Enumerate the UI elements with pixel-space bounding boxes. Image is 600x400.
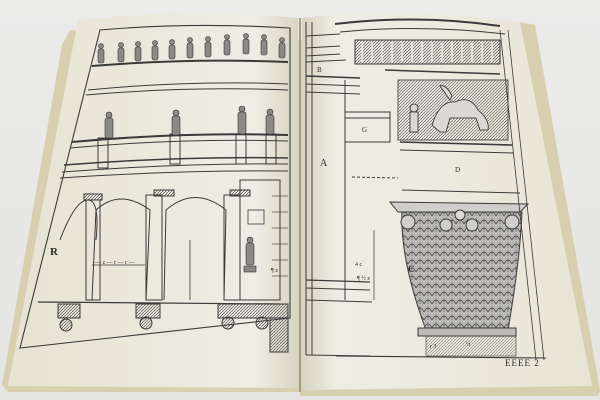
capital-body — [401, 211, 523, 331]
letter-c: C — [408, 264, 415, 274]
fraction-3: r 3 — [430, 344, 437, 350]
right-page — [302, 12, 592, 390]
statues-top-row — [97, 33, 286, 64]
letter-d: D — [455, 166, 461, 174]
page-signature: EEEE 2 — [505, 358, 540, 368]
statues-mid-row — [104, 105, 275, 273]
griffin-relief — [409, 85, 489, 133]
fraction-4: ½ — [466, 342, 471, 348]
letter-b: B — [317, 66, 322, 74]
letter-a: A — [320, 158, 328, 169]
letter-g: G — [362, 126, 368, 134]
scale-text: — z — r — r — — [95, 260, 135, 266]
fraction-1: 4 c — [355, 262, 363, 268]
letter-r: R — [50, 246, 58, 258]
corinthian-engraving — [305, 18, 547, 361]
fraction-2: ¶ ½ z — [357, 276, 370, 282]
arcade-engraving — [19, 24, 291, 353]
mark-p1: ¶ z — [271, 268, 278, 274]
left-page — [8, 13, 298, 388]
